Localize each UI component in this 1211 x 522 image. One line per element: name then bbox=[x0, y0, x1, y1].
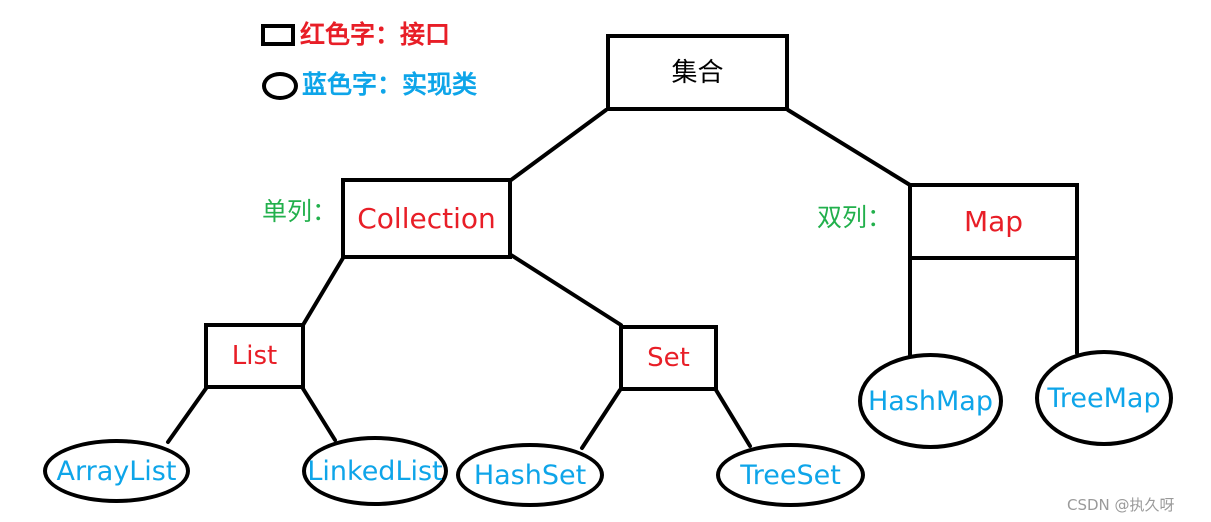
node-hashmap-text: HashMap bbox=[867, 385, 993, 417]
double-column-label: 双列： bbox=[817, 203, 893, 232]
edge-root-map bbox=[786, 108, 912, 187]
edge-collection-set bbox=[509, 253, 623, 327]
edge-root-collection bbox=[509, 108, 608, 182]
node-collections-root: 集合 bbox=[606, 34, 789, 111]
node-hashmap-class: HashMap bbox=[858, 353, 1003, 449]
edge-set-treeset bbox=[714, 388, 752, 448]
node-linkedlist-class: LinkedList bbox=[302, 436, 448, 506]
legend-rect-icon bbox=[261, 24, 295, 46]
node-treeset-text: TreeSet bbox=[740, 459, 841, 491]
csdn-watermark: CSDN @执久呀 bbox=[1067, 496, 1175, 514]
node-list-text: List bbox=[231, 341, 278, 371]
node-arraylist-class: ArrayList bbox=[43, 439, 190, 503]
node-collections-root-text: 集合 bbox=[671, 57, 724, 88]
node-linkedlist-text: LinkedList bbox=[307, 455, 443, 487]
node-map-text: Map bbox=[963, 204, 1024, 238]
node-set-text: Set bbox=[647, 343, 690, 373]
node-arraylist-text: ArrayList bbox=[56, 455, 177, 487]
node-hashset-class: HashSet bbox=[456, 443, 604, 507]
legend-interface-label: 红色字：接口 bbox=[300, 20, 451, 49]
node-hashset-text: HashSet bbox=[473, 459, 587, 491]
node-collection-text: Collection bbox=[357, 201, 496, 235]
node-collection-interface: Collection bbox=[341, 178, 512, 259]
node-set-interface: Set bbox=[619, 325, 718, 391]
legend-ellipse-icon bbox=[262, 72, 298, 100]
edge-list-arraylist bbox=[166, 385, 209, 444]
legend-implementation-label: 蓝色字：实现类 bbox=[302, 70, 478, 99]
node-list-interface: List bbox=[204, 323, 305, 389]
node-treemap-class: TreeMap bbox=[1035, 350, 1173, 446]
edge-set-hashset bbox=[580, 388, 622, 450]
edge-list-linkedlist bbox=[300, 385, 337, 442]
node-treeset-class: TreeSet bbox=[716, 443, 865, 507]
node-map-interface: Map bbox=[908, 183, 1079, 260]
edge-collection-list bbox=[301, 256, 345, 327]
single-column-label: 单列： bbox=[262, 197, 338, 226]
node-treemap-text: TreeMap bbox=[1047, 382, 1161, 414]
